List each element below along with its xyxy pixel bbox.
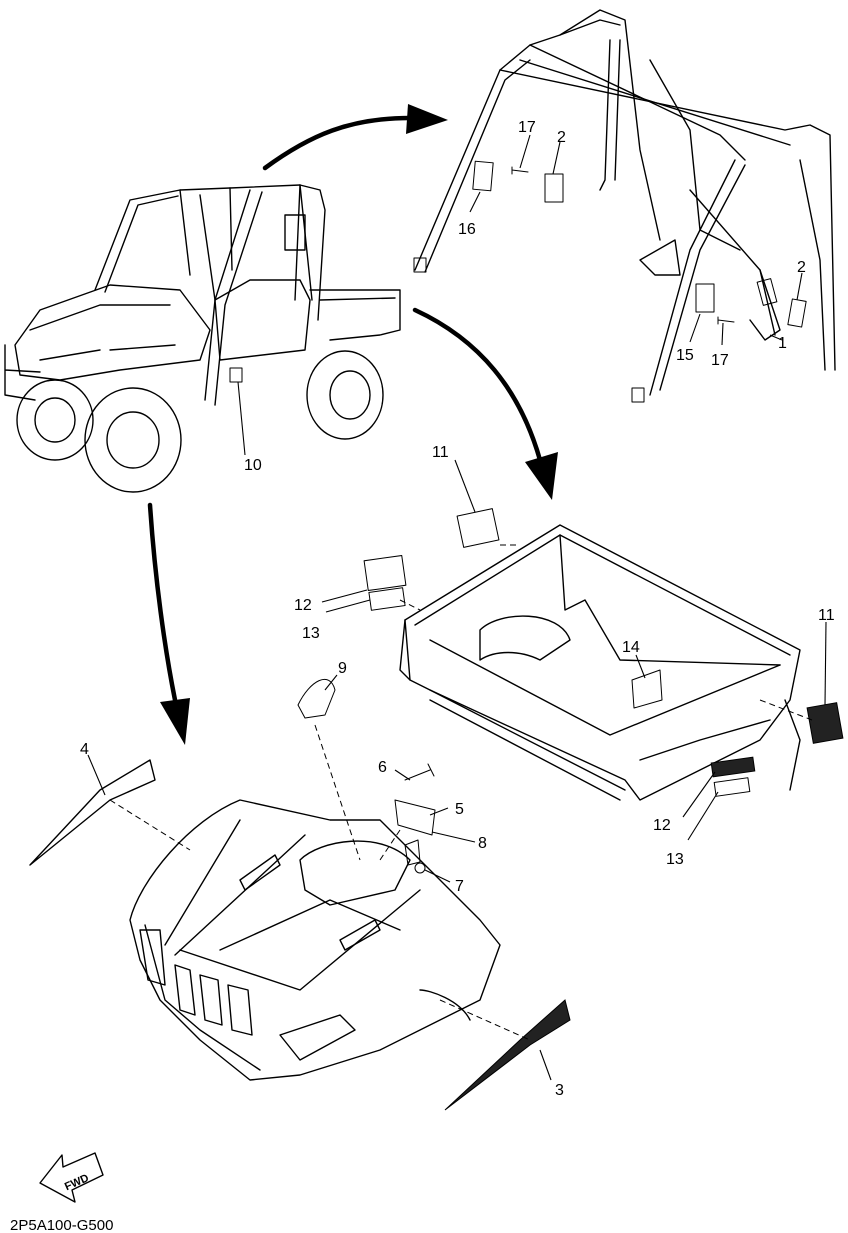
callout-14: 14 [622, 639, 640, 656]
callout-13: 13 [666, 851, 684, 868]
hood-assembly [29, 678, 571, 1111]
callout-7: 7 [455, 878, 464, 895]
callout-11: 11 [818, 607, 835, 624]
flow-arrow-to-cage [262, 104, 448, 171]
callout-12: 12 [294, 597, 312, 614]
callout-labels: 1 2 2 3 4 5 6 7 8 9 10 11 11 12 12 13 13… [80, 119, 835, 1099]
callout-8: 8 [478, 835, 487, 852]
callout-11: 11 [432, 444, 449, 461]
callout-5: 5 [455, 801, 464, 818]
flow-arrow-to-bed [412, 307, 558, 500]
callout-12: 12 [653, 817, 671, 834]
callout-6: 6 [378, 759, 387, 776]
fwd-label: FWD [63, 1172, 91, 1193]
assembly-lines [109, 544, 813, 1041]
callout-17: 17 [518, 119, 536, 136]
vehicle-overview [4, 184, 401, 493]
callout-15: 15 [676, 347, 694, 364]
diagram-part-code: 2P5A100-G500 [10, 1217, 113, 1233]
roll-cage-assembly [413, 9, 836, 403]
callout-2: 2 [797, 259, 806, 276]
callout-2: 2 [557, 129, 566, 146]
callout-9: 9 [338, 660, 347, 677]
callout-3: 3 [555, 1082, 564, 1099]
leader-lines [87, 134, 827, 1081]
callout-17: 17 [711, 352, 729, 369]
callout-1: 1 [778, 335, 787, 352]
callout-16: 16 [458, 221, 476, 238]
fwd-arrow-icon: FWD [39, 1152, 104, 1203]
callout-10: 10 [244, 457, 262, 474]
flow-arrow-to-hood [147, 502, 190, 745]
callout-13: 13 [302, 625, 320, 642]
cargo-bed-assembly [363, 508, 844, 801]
callout-4: 4 [80, 741, 89, 758]
